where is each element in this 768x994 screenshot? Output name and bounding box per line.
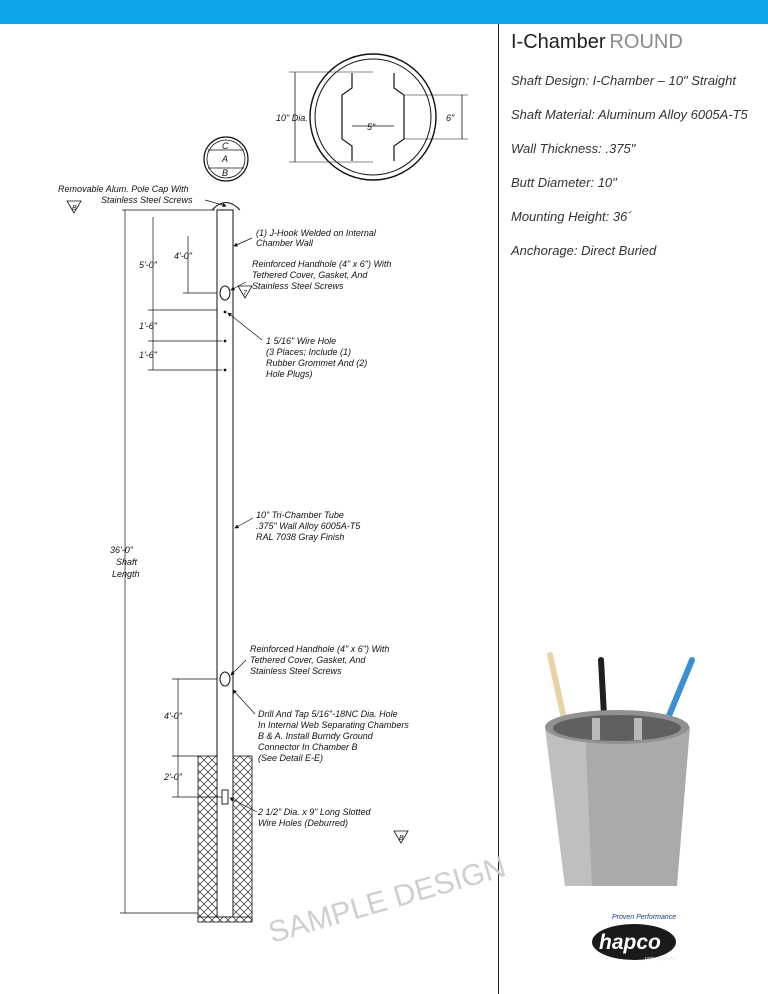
dimension-lines bbox=[120, 209, 222, 914]
section-outer-ring bbox=[309, 53, 437, 181]
note-ground-1: Drill And Tap 5/16"-18NC Dia. Hole bbox=[258, 709, 398, 719]
top-handhole bbox=[219, 285, 231, 301]
section-height-label: 6" bbox=[446, 113, 455, 123]
bottom-handhole bbox=[219, 671, 231, 687]
note-wire-3: Rubber Grommet And (2) bbox=[266, 358, 367, 368]
spec-shaft-design: Shaft Design: I-Chamber – 10" Straight bbox=[511, 73, 737, 88]
note-wire-1: 1 5/16" Wire Hole bbox=[266, 336, 336, 346]
section-right-web bbox=[393, 73, 405, 161]
spec-shaft-material: Shaft Material: Aluminum Alloy 6005A-T5 bbox=[511, 107, 748, 122]
leader-lines bbox=[204, 199, 263, 813]
dim-shaft-len-2: Shaft bbox=[116, 557, 138, 567]
chamber-a-label: A bbox=[221, 154, 228, 164]
logo-oval bbox=[592, 924, 676, 960]
section-inner-ring bbox=[314, 58, 432, 176]
note-jhook-1: (1) J-Hook Welded on Internal bbox=[256, 228, 377, 238]
product-title-main: I-Chamber bbox=[511, 31, 606, 53]
dim-1-6-b: 1'-6" bbox=[139, 350, 158, 360]
note-cap-2: Stainless Steel Screws bbox=[101, 195, 193, 205]
logo-tagline: Proven Performance bbox=[612, 914, 676, 921]
dim-2-0: 2'-0" bbox=[163, 772, 183, 782]
note-slot-ref: B bbox=[399, 835, 404, 842]
dim-5-0: 5'-0" bbox=[139, 260, 158, 270]
dim-4-0-top: 4'-0" bbox=[174, 251, 193, 261]
note-ground-2: In Internal Web Separating Chambers bbox=[258, 720, 409, 730]
logo-name: hapco bbox=[599, 931, 661, 954]
note-tube-1: 10" Tri-Chamber Tube bbox=[256, 510, 344, 520]
hapco-logo: Proven Performance hapco pole products bbox=[592, 914, 676, 962]
note-ground-5: (See Detail E-E) bbox=[258, 753, 323, 763]
note-wire-4: Hole Plugs) bbox=[266, 369, 313, 379]
note-cap-ref: B bbox=[72, 205, 77, 212]
product-render bbox=[545, 652, 695, 886]
spec-anchorage: Anchorage: Direct Buried bbox=[511, 243, 657, 258]
column-divider bbox=[498, 24, 499, 994]
section-inner-width: 5" bbox=[367, 122, 376, 132]
sample-watermark: SAMPLE DESIGN bbox=[265, 850, 510, 949]
dim-shaft-len-3: Length bbox=[112, 569, 140, 579]
dim-4-0-bot: 4'-0" bbox=[164, 711, 183, 721]
spec-mounting-height: Mounting Height: 36´ bbox=[511, 209, 632, 224]
pole-cap bbox=[211, 202, 241, 211]
chamber-c-label: C bbox=[222, 141, 229, 151]
note-hh-bot-1: Reinforced Handhole (4" x 6") With bbox=[250, 644, 389, 654]
chamber-b-label: B bbox=[222, 168, 228, 178]
dim-shaft-len-1: 36'-0" bbox=[110, 545, 134, 555]
header-bar bbox=[0, 0, 768, 24]
note-hh-top-1: Reinforced Handhole (4" x 6") With bbox=[252, 259, 391, 269]
note-slot-1: 2 1/2" Dia. x 9" Long Slotted bbox=[257, 807, 371, 817]
note-hh-top-2: Tethered Cover, Gasket, And bbox=[252, 270, 368, 280]
dimension-labels: 5'-0" 4'-0" 1'-6" 1'-6" 36'-0" Shaft Len… bbox=[110, 251, 193, 782]
product-title-accent: ROUND bbox=[609, 31, 683, 53]
note-hh-top-3: Stainless Steel Screws bbox=[252, 281, 344, 291]
note-hh-bot-3: Stainless Steel Screws bbox=[250, 666, 342, 676]
spec-wall-thickness: Wall Thickness: .375" bbox=[511, 141, 636, 156]
chamber-detail: C A B bbox=[203, 136, 249, 182]
note-ground-3: B & A. Install Burndy Ground bbox=[258, 731, 374, 741]
slotted-wire-hole bbox=[221, 789, 229, 805]
spec-butt-diameter: Butt Diameter: 10" bbox=[511, 175, 617, 190]
callout-notes: Removable Alum. Pole Cap With Stainless … bbox=[58, 184, 409, 844]
section-dia-label: 10" Dia. bbox=[276, 113, 308, 123]
note-tube-2: .375" Wall Alloy 6005A-T5 bbox=[256, 521, 361, 531]
pole-shaft bbox=[211, 202, 241, 918]
note-slot-2: Wire Holes (Deburred) bbox=[258, 818, 348, 828]
cross-section-large: 10" Dia. 5" 6" bbox=[276, 53, 468, 181]
note-tube-3: RAL 7038 Gray Finish bbox=[256, 532, 344, 542]
pole-tube bbox=[216, 209, 234, 918]
note-jhook-2: Chamber Wall bbox=[256, 238, 314, 248]
note-ground-4: Connector In Chamber B bbox=[258, 742, 358, 752]
note-hh-ref: 7 bbox=[243, 290, 248, 297]
note-cap-1: Removable Alum. Pole Cap With bbox=[58, 184, 189, 194]
section-left-web bbox=[341, 73, 353, 161]
logo-sub: pole products bbox=[645, 956, 676, 962]
note-hh-bot-2: Tethered Cover, Gasket, And bbox=[250, 655, 366, 665]
note-wire-2: (3 Places; Include (1) bbox=[266, 347, 351, 357]
dim-1-6-a: 1'-6" bbox=[139, 321, 158, 331]
